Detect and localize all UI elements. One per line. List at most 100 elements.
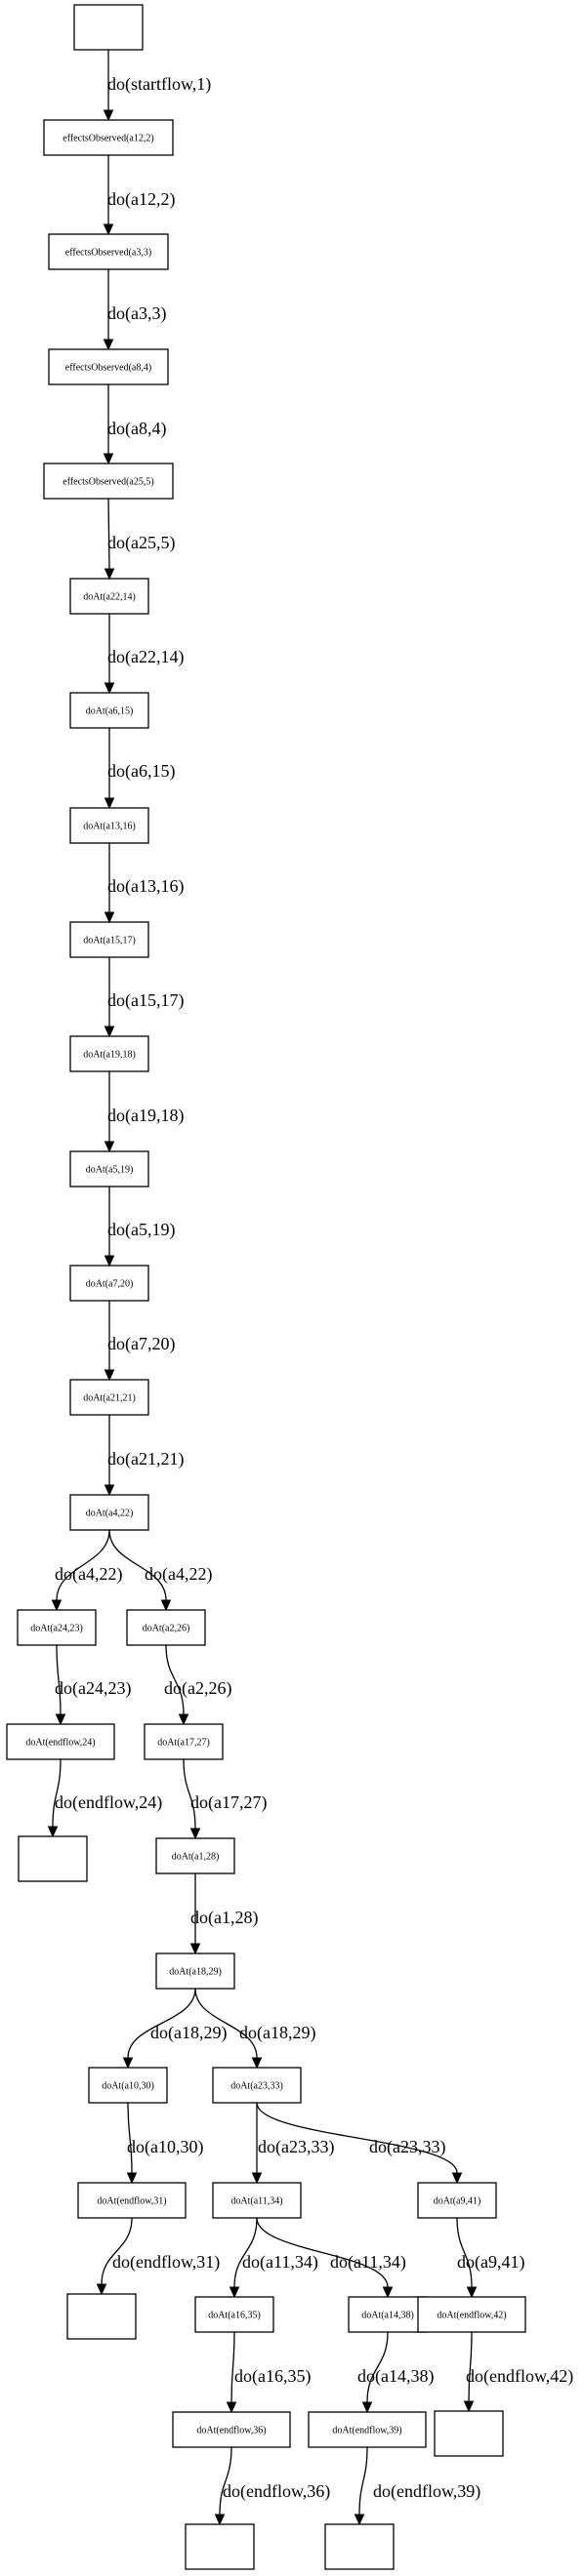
edge-label: do(a24,23) [55,1678,131,1699]
arrowhead-icon [104,568,115,581]
node-n22: doAt(endflow,31) [77,2182,187,2219]
edge-line [468,2331,473,2402]
node-label: doAt(a7,20) [86,1279,134,1290]
node-n17: doAt(a17,27) [144,1723,224,1760]
node-box [69,1150,149,1187]
node-label: effectsObserved(a25,5) [63,477,153,488]
node-box [417,2182,497,2219]
arrowhead-icon [104,1141,115,1153]
node-n27: doAt(endflow,42) [417,2296,526,2333]
node-n25: doAt(a16,35) [194,2296,274,2333]
node-n23: doAt(a11,34) [212,2182,302,2219]
arrowhead-icon [178,1713,189,1726]
node-n8: doAt(a15,17) [69,921,149,958]
edge-line [165,1644,185,1715]
edges-layer: do(startflow,1)do(a12,2)do(a3,3)do(a8,4)… [47,50,573,2526]
node-label: doAt(a4,22) [86,1509,134,1519]
node-box [69,578,149,615]
edge-label: do(a10,30) [127,2137,203,2157]
edge-label: do(endflow,36) [223,2481,330,2502]
edge-n20-n22: do(a10,30) [126,2102,203,2185]
edge-label: do(a25,5) [107,533,175,553]
edge-label: do(a23,33) [369,2137,445,2157]
end-node-e31 [66,2293,137,2340]
end-node-e42 [434,2410,504,2457]
node-n10: doAt(a5,19) [69,1150,149,1187]
edge-n13-n15: do(a4,22) [108,1529,212,1612]
node-label: doAt(a11,34) [230,2196,282,2207]
arrowhead-icon [104,797,115,810]
edge-n27-e42: do(endflow,42) [463,2331,573,2413]
node-box [88,2067,168,2104]
node-n19: doAt(a18,29) [155,1952,235,1990]
edge-n22-e31: do(endflow,31) [96,2217,220,2296]
edge-line [127,2102,133,2174]
edge-line [366,2331,389,2403]
edge-label: do(endflow,39) [373,2481,480,2502]
arrowhead-icon [47,1826,59,1838]
edge-n9-n10: do(a19,18) [104,1071,184,1153]
node-label: doAt(endflow,42) [437,2311,506,2321]
arrowhead-icon [354,2514,365,2526]
edge-label: do(a11,34) [242,2252,318,2273]
edge-label: do(a19,18) [107,1106,184,1126]
edge-n2-n3: do(a3,3) [103,269,166,351]
node-box [348,2296,428,2333]
edge-label: do(a21,21) [107,1449,184,1469]
edge-n10-n11: do(a5,19) [104,1187,175,1268]
edge-label: do(a3,3) [107,303,166,324]
end-node-e36 [185,2523,255,2570]
node-box [308,2411,427,2448]
arrowhead-icon [122,2057,134,2070]
node-box [144,1723,224,1760]
node-box [172,2411,291,2448]
node-box [48,348,169,385]
edge-label: do(a7,20) [107,1334,175,1354]
edge-n5-n6: do(a22,14) [104,614,184,695]
edge-n26-n29: do(a14,38) [357,2331,434,2414]
node-n14: doAt(a24,23) [17,1609,97,1646]
edge-label: do(a4,22) [55,1564,122,1585]
node-label: doAt(a14,38) [361,2311,414,2321]
node-box [48,233,169,270]
arrowhead-icon [96,2283,107,2296]
edge-label: do(a13,16) [107,876,184,897]
edge-label: do(a18,29) [239,2023,315,2043]
node-box [185,2523,255,2570]
node-label: doAt(a22,14) [83,592,136,603]
node-label: doAt(endflow,36) [196,2426,266,2436]
node-label: doAt(endflow,31) [97,2196,166,2207]
arrowhead-icon [104,1255,115,1268]
edge-n18-n19: do(a1,28) [189,1873,258,1955]
node-n21: doAt(a23,33) [212,2067,302,2104]
node-label: effectsObserved(a8,4) [65,363,151,374]
arrowhead-icon [160,1599,172,1612]
edge-label: do(endflow,31) [112,2252,220,2273]
node-box [43,119,174,156]
node-box [77,2182,187,2219]
arrowhead-icon [103,109,114,122]
arrowhead-icon [103,339,114,351]
edge-label: do(endflow,42) [466,2366,573,2387]
node-box [69,921,149,958]
edge-label: do(a4,22) [145,1564,212,1585]
edge-label: do(a6,15) [107,761,175,782]
node-box [212,2067,302,2104]
node-label: doAt(a6,15) [86,706,134,717]
node-n11: doAt(a7,20) [69,1265,149,1302]
node-n24: doAt(a9,41) [417,2182,497,2219]
node-n3: effectsObserved(a8,4) [48,348,169,385]
edge-label: do(a5,19) [107,1220,175,1240]
node-label: doAt(a17,27) [157,1738,210,1749]
node-label: doAt(a1,28) [172,1852,220,1863]
edge-n21-n23: do(a23,33) [251,2103,334,2185]
arrowhead-icon [361,2401,373,2414]
node-label: doAt(a21,21) [83,1393,136,1404]
node-box [155,1952,235,1990]
arrowhead-icon [251,2057,263,2070]
arrowhead-icon [55,1713,66,1726]
node-label: effectsObserved(a3,3) [65,248,151,259]
edge-n15-n17: do(a2,26) [164,1644,231,1726]
node-label: effectsObserved(a12,2) [63,134,153,144]
edge-label: do(endflow,24) [55,1792,162,1813]
